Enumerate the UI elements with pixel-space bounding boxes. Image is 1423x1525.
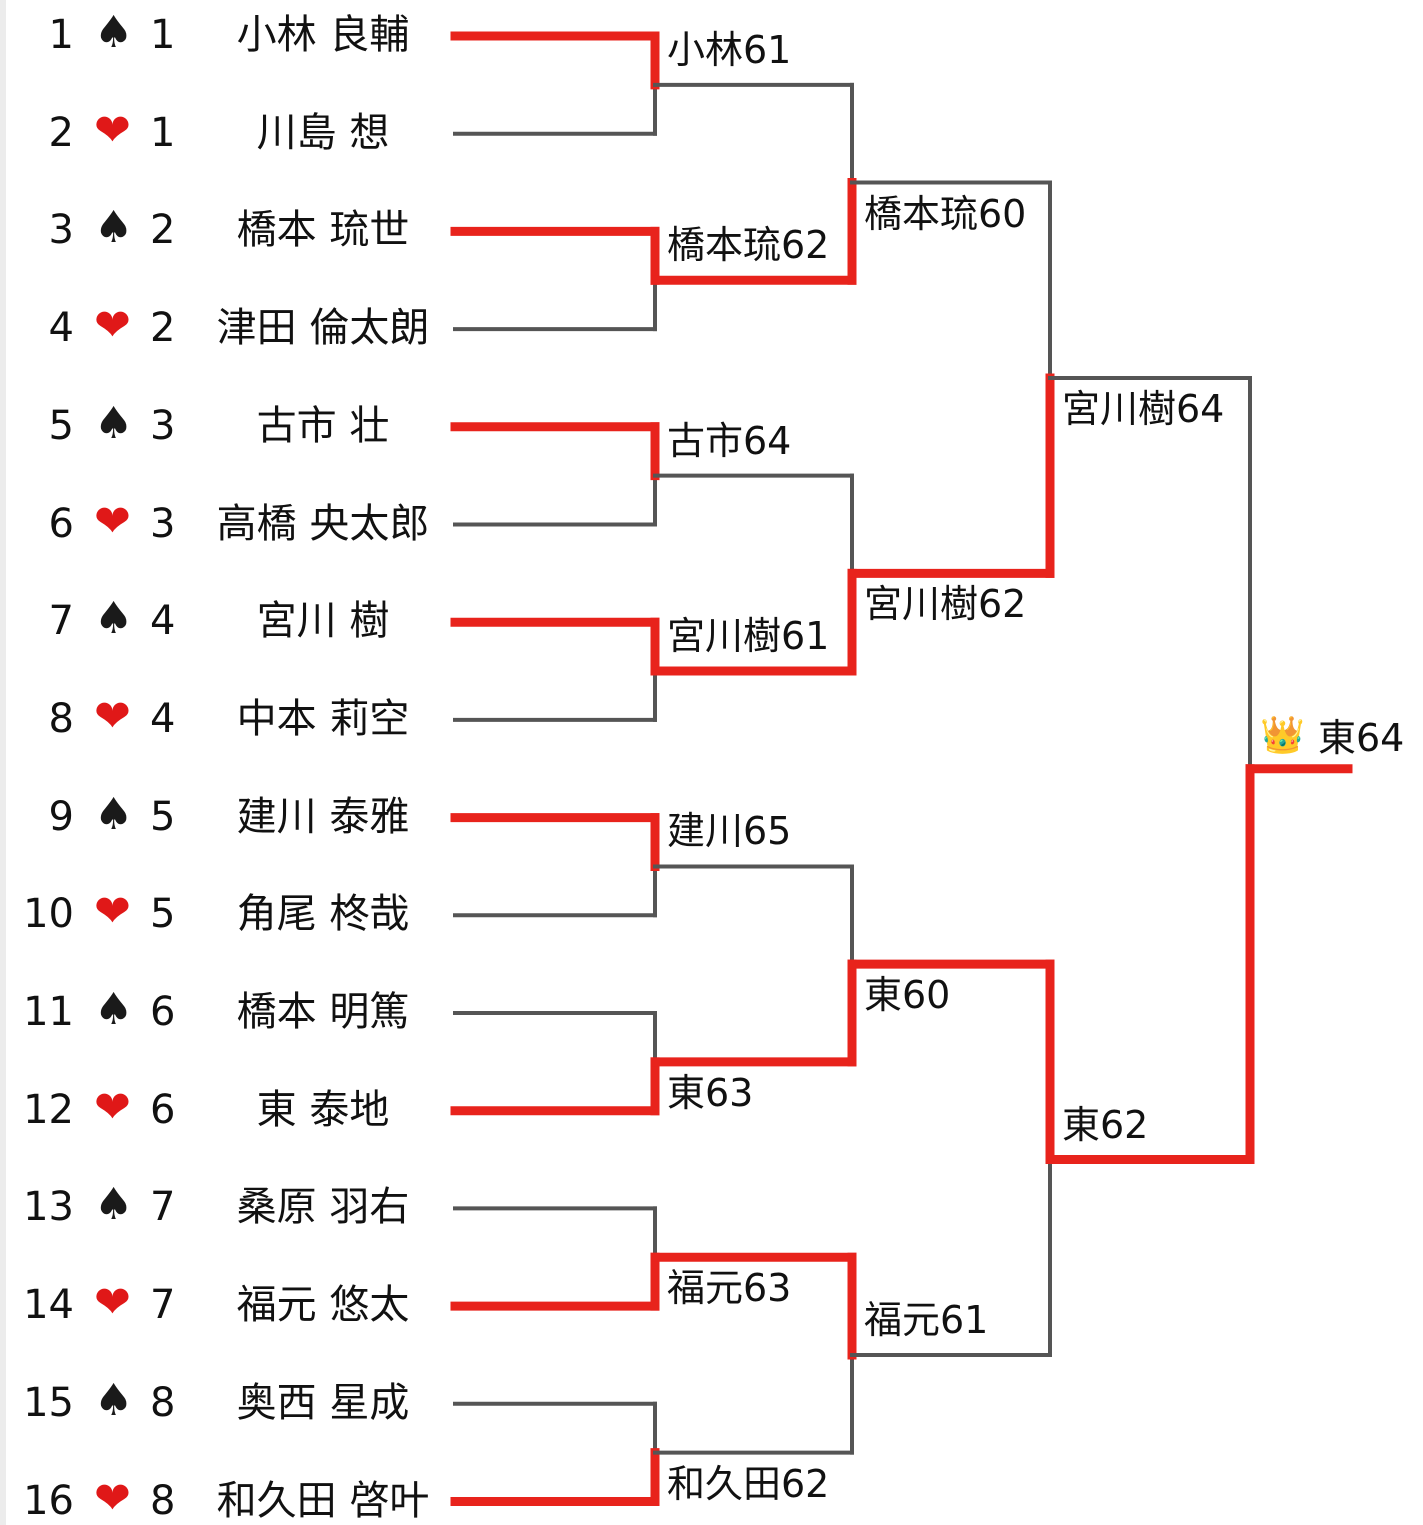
heart-icon: ❤ [94,1081,131,1133]
suit-number: 6 [150,989,176,1035]
match-result-label: 福元63 [667,1266,792,1311]
suit-number: 1 [150,109,176,156]
suit-number: 8 [150,1379,176,1426]
player-name: 角尾 柊哉 [236,891,410,938]
heart-icon: ❤ [94,690,131,742]
match-result-label: 橋本琉62 [667,223,830,268]
spade-icon: ♠ [94,397,134,449]
spade-icon: ♠ [94,1374,134,1426]
player-seed: 5 [48,402,74,449]
spade-icon: ♠ [94,7,134,58]
spade-icon: ♠ [94,984,134,1035]
match-result-label: 小林61 [667,27,792,72]
player-seed: 14 [23,1282,74,1329]
heart-icon: ❤ [94,1277,131,1329]
player-name: 高橋 央太郎 [216,500,430,547]
suit-number: 5 [150,793,176,840]
spade-icon: ♠ [94,593,134,645]
player-name: 桑原 羽右 [236,1184,410,1231]
left-border [0,0,6,1525]
match-result-label: 和久田62 [667,1461,830,1506]
suit-number: 5 [150,891,176,938]
player-seed: 7 [48,598,74,645]
spade-icon: ♠ [94,1179,134,1231]
heart-icon: ❤ [94,495,131,547]
player-seed: 6 [48,500,74,547]
player-seed: 13 [23,1184,74,1231]
player-name: 東 泰地 [256,1086,390,1133]
heart-icon: ❤ [94,886,131,938]
player-name: 宮川 樹 [256,598,390,645]
suit-number: 3 [150,500,176,547]
player-seed: 3 [48,207,74,254]
player-seed: 12 [23,1086,74,1133]
heart-icon: ❤ [94,1472,131,1524]
player-seed: 4 [48,305,74,352]
player-name: 津田 倫太朗 [216,305,430,352]
match-result-label: 宮川樹62 [864,582,1027,627]
player-name: 橋本 明篤 [236,989,410,1035]
spade-icon: ♠ [94,788,134,840]
player-name: 中本 莉空 [236,695,410,742]
player-seed: 16 [23,1477,74,1524]
player-name: 川島 想 [256,109,390,156]
match-result-label: 東60 [864,973,951,1018]
player-seed: 15 [23,1379,74,1426]
match-result-label: 建川65 [667,809,792,854]
match-result-label: 宮川樹61 [667,614,830,659]
suit-number: 2 [150,207,176,254]
suit-number: 7 [150,1184,176,1231]
match-result-label: 福元61 [864,1297,989,1342]
player-name: 福元 悠太 [236,1282,410,1329]
player-seed: 11 [23,989,74,1035]
player-name: 小林 良輔 [236,12,410,58]
player-seed: 9 [48,793,74,840]
player-name: 和久田 啓叶 [216,1477,430,1524]
suit-number: 3 [150,402,176,449]
suit-number: 2 [150,305,176,352]
final-winner-label: 東64 [1318,715,1405,760]
match-result-label: 東62 [1062,1102,1149,1147]
match-result-label: 東63 [667,1070,754,1115]
player-seed: 10 [23,891,74,938]
suit-number: 4 [150,598,176,645]
player-seed: 8 [48,695,74,742]
suit-number: 6 [150,1086,176,1133]
crown-icon: 👑 [1260,714,1305,756]
heart-icon: ❤ [94,104,131,156]
suit-number: 8 [150,1477,176,1524]
player-seed: 2 [48,109,74,156]
player-name: 奥西 星成 [236,1379,410,1426]
match-result-label: 古市64 [667,418,792,463]
player-name: 古市 壮 [256,402,390,449]
match-result-label: 橋本琉60 [864,191,1027,236]
player-seed: 1 [48,12,74,58]
heart-icon: ❤ [94,300,131,352]
player-name: 橋本 琉世 [236,207,410,254]
player-name: 建川 泰雅 [236,793,410,840]
spade-icon: ♠ [94,202,134,254]
suit-number: 7 [150,1282,176,1329]
match-result-label: 宮川樹64 [1062,386,1225,431]
suit-number: 1 [150,12,176,58]
suit-number: 4 [150,695,176,742]
